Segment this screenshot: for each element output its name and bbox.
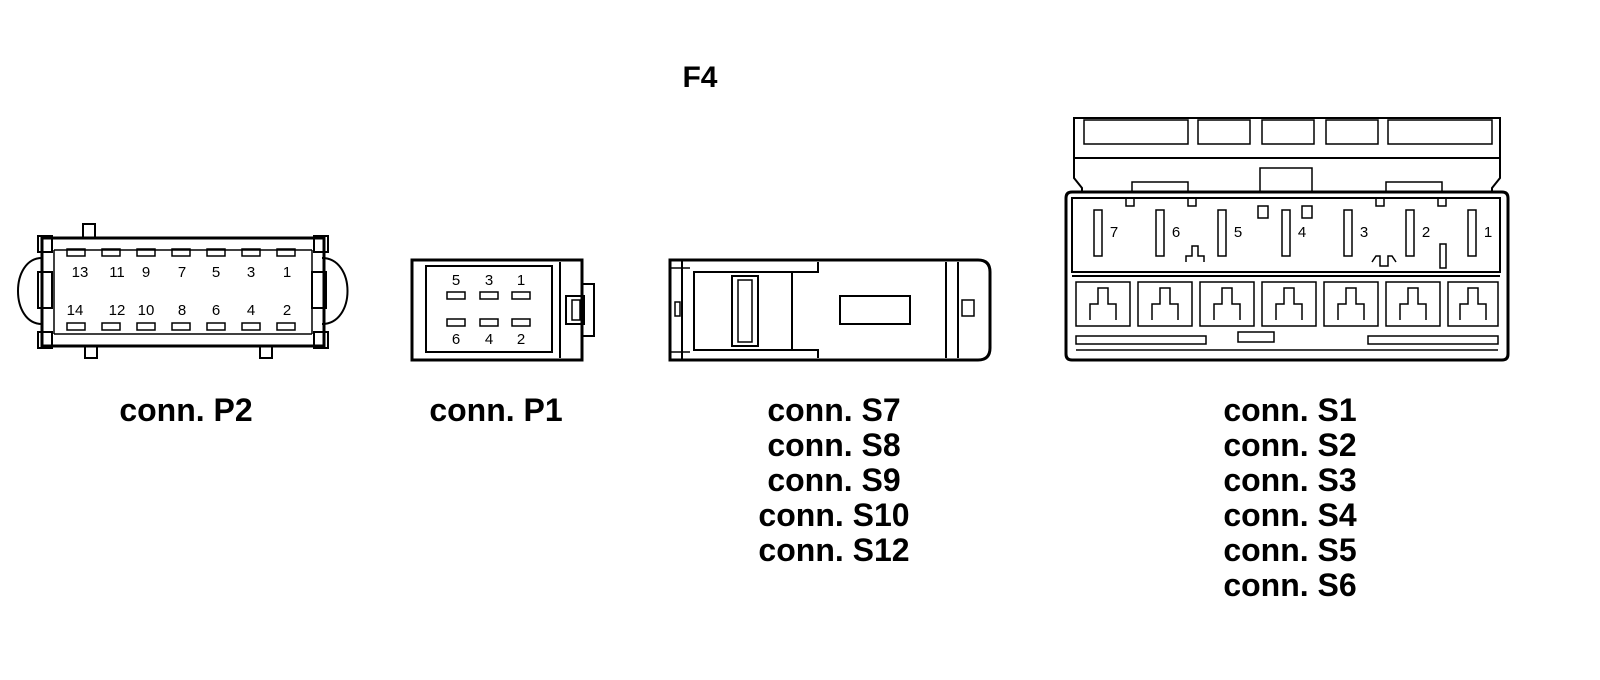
pin-slot	[171, 248, 191, 257]
connector-label: conn. S1	[1223, 392, 1356, 428]
pin-blade	[1217, 209, 1227, 257]
pin-slot	[276, 322, 296, 331]
p2-bottom-pin-slots	[66, 322, 296, 331]
connector-label: conn. S8	[767, 427, 900, 463]
pin-number: 6	[452, 331, 460, 348]
pin-number: 5	[452, 272, 460, 289]
pin-number: 12	[109, 302, 126, 319]
pin-number: 1	[517, 272, 525, 289]
pin-number: 2	[517, 331, 525, 348]
pin-blade	[1343, 209, 1353, 257]
connector-label: conn. S9	[767, 462, 900, 498]
pin-slot	[241, 322, 261, 331]
connector-label: conn. S6	[1223, 567, 1356, 603]
pin-slot	[101, 248, 121, 257]
pin-slot	[66, 322, 86, 331]
connector-label: conn. S4	[1223, 497, 1357, 533]
pin-number: 1	[1484, 224, 1492, 241]
connector-p2: 13 11 9 7 5 3 1 14 12 10 8 6 4 2	[17, 223, 349, 359]
connector-label: conn. S2	[1223, 427, 1356, 463]
pin-number: 6	[1172, 224, 1180, 241]
pin-number: 4	[485, 331, 493, 348]
pin-number: 6	[212, 302, 220, 319]
pin-slot	[446, 318, 466, 327]
pin-slot	[479, 291, 499, 300]
pin-blade	[1281, 209, 1291, 257]
p2-bottom-pin-numbers: 14 12 10 8 6 4 2	[67, 302, 292, 319]
pin-number: 4	[1298, 224, 1306, 241]
pin-number: 9	[142, 264, 150, 281]
pin-slot	[241, 248, 261, 257]
pin-slot	[171, 322, 191, 331]
p2-top-pin-slots	[66, 248, 296, 257]
pin-number: 2	[1422, 224, 1430, 241]
connector-label: conn. P1	[429, 392, 562, 428]
connector-label: conn. S12	[758, 532, 909, 568]
connector-label: conn. S3	[1223, 462, 1356, 498]
pin-slot	[479, 318, 499, 327]
pin-number: 7	[178, 264, 186, 281]
pin-slot	[511, 291, 531, 300]
pin-blade	[1405, 209, 1415, 257]
pin-slot	[206, 322, 226, 331]
connector-s1: 7 6 5 4 3 2 1	[1064, 117, 1510, 362]
pin-number: 5	[1234, 224, 1242, 241]
pin-number: 3	[1360, 224, 1368, 241]
pin-number: 10	[138, 302, 155, 319]
pin-number: 4	[247, 302, 255, 319]
pin-slot	[136, 322, 156, 331]
pin-number: 8	[178, 302, 186, 319]
connector-label: conn. S7	[767, 392, 900, 428]
pin-slot	[101, 322, 121, 331]
connector-label: conn. S10	[758, 497, 909, 533]
pin-blade	[1467, 209, 1477, 257]
pin-blade	[1093, 209, 1103, 257]
p2-top-pin-numbers: 13 11 9 7 5 3 1	[72, 264, 292, 281]
pin-slot	[66, 248, 86, 257]
pin-slot	[511, 318, 531, 327]
pin-number: 3	[247, 264, 255, 281]
pin-number: 3	[485, 272, 493, 289]
figure-title: F4	[682, 61, 717, 94]
pin-number: 14	[67, 302, 84, 319]
pin-number: 13	[72, 264, 89, 281]
connector-p1: 5 3 1 6 4 2	[410, 258, 595, 362]
pin-slot	[206, 248, 226, 257]
latch-bays	[1075, 281, 1499, 327]
pin-number: 11	[109, 264, 125, 281]
connector-label: conn. S5	[1223, 532, 1356, 568]
connector-s7	[668, 258, 992, 362]
pin-slot	[276, 248, 296, 257]
connector-label: conn. P2	[119, 392, 252, 428]
pin-number: 2	[283, 302, 291, 319]
pin-slot	[136, 248, 156, 257]
pin-slot	[446, 291, 466, 300]
pin-blade	[1155, 209, 1165, 257]
pin-number: 7	[1110, 224, 1118, 241]
pin-number: 1	[283, 264, 291, 281]
pin-number: 5	[212, 264, 220, 281]
